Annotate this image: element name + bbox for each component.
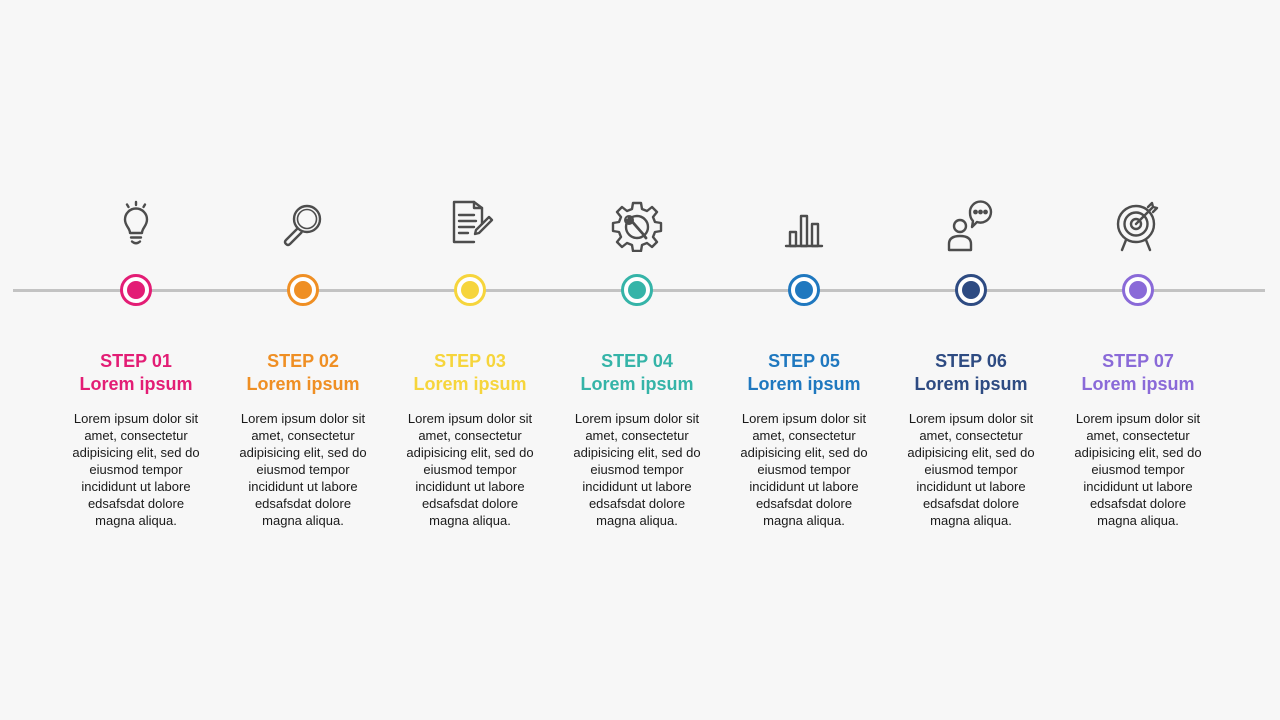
step-subtitle: Lorem ipsum (246, 374, 360, 394)
step-marker-dot (1129, 281, 1147, 299)
step-title: STEP 07 (1102, 351, 1174, 371)
gear-wrench-icon (611, 200, 663, 252)
step-description: Lorem ipsum dolor sit amet, consectetur … (573, 411, 701, 528)
bar-chart-icon (778, 200, 830, 252)
document-edit-icon (444, 200, 496, 252)
target-icon (1112, 200, 1164, 252)
step-marker (788, 274, 820, 306)
step-06: STEP 06 Lorem ipsum Lorem ipsum dolor si… (896, 200, 1046, 529)
step-title: STEP 03 (434, 351, 506, 371)
lightbulb-icon (110, 200, 162, 252)
step-marker (1122, 274, 1154, 306)
step-03: STEP 03 Lorem ipsum Lorem ipsum dolor si… (395, 200, 545, 529)
step-description: Lorem ipsum dolor sit amet, consectetur … (740, 411, 868, 528)
step-subtitle: Lorem ipsum (413, 374, 527, 394)
step-02: STEP 02 Lorem ipsum Lorem ipsum dolor si… (228, 200, 378, 529)
step-title: STEP 04 (601, 351, 673, 371)
step-01: STEP 01 Lorem ipsum Lorem ipsum dolor si… (61, 200, 211, 529)
step-05: STEP 05 Lorem ipsum Lorem ipsum dolor si… (729, 200, 879, 529)
step-marker-dot (461, 281, 479, 299)
person-chat-icon (945, 200, 997, 252)
step-description: Lorem ipsum dolor sit amet, consectetur … (239, 411, 367, 528)
step-description: Lorem ipsum dolor sit amet, consectetur … (1074, 411, 1202, 528)
step-subtitle: Lorem ipsum (747, 374, 861, 394)
step-title: STEP 01 (100, 351, 172, 371)
step-description: Lorem ipsum dolor sit amet, consectetur … (72, 411, 200, 528)
step-subtitle: Lorem ipsum (580, 374, 694, 394)
step-marker (287, 274, 319, 306)
step-marker (454, 274, 486, 306)
step-subtitle: Lorem ipsum (79, 374, 193, 394)
step-07: STEP 07 Lorem ipsum Lorem ipsum dolor si… (1063, 200, 1213, 529)
step-marker (120, 274, 152, 306)
magnifier-icon (277, 200, 329, 252)
step-marker-dot (294, 281, 312, 299)
step-title: STEP 06 (935, 351, 1007, 371)
step-marker (955, 274, 987, 306)
step-subtitle: Lorem ipsum (1081, 374, 1195, 394)
step-subtitle: Lorem ipsum (914, 374, 1028, 394)
step-marker-dot (628, 281, 646, 299)
step-04: STEP 04 Lorem ipsum Lorem ipsum dolor si… (562, 200, 712, 529)
step-title: STEP 02 (267, 351, 339, 371)
step-title: STEP 05 (768, 351, 840, 371)
step-marker (621, 274, 653, 306)
step-marker-dot (127, 281, 145, 299)
step-marker-dot (795, 281, 813, 299)
step-description: Lorem ipsum dolor sit amet, consectetur … (406, 411, 534, 528)
step-marker-dot (962, 281, 980, 299)
step-description: Lorem ipsum dolor sit amet, consectetur … (907, 411, 1035, 528)
